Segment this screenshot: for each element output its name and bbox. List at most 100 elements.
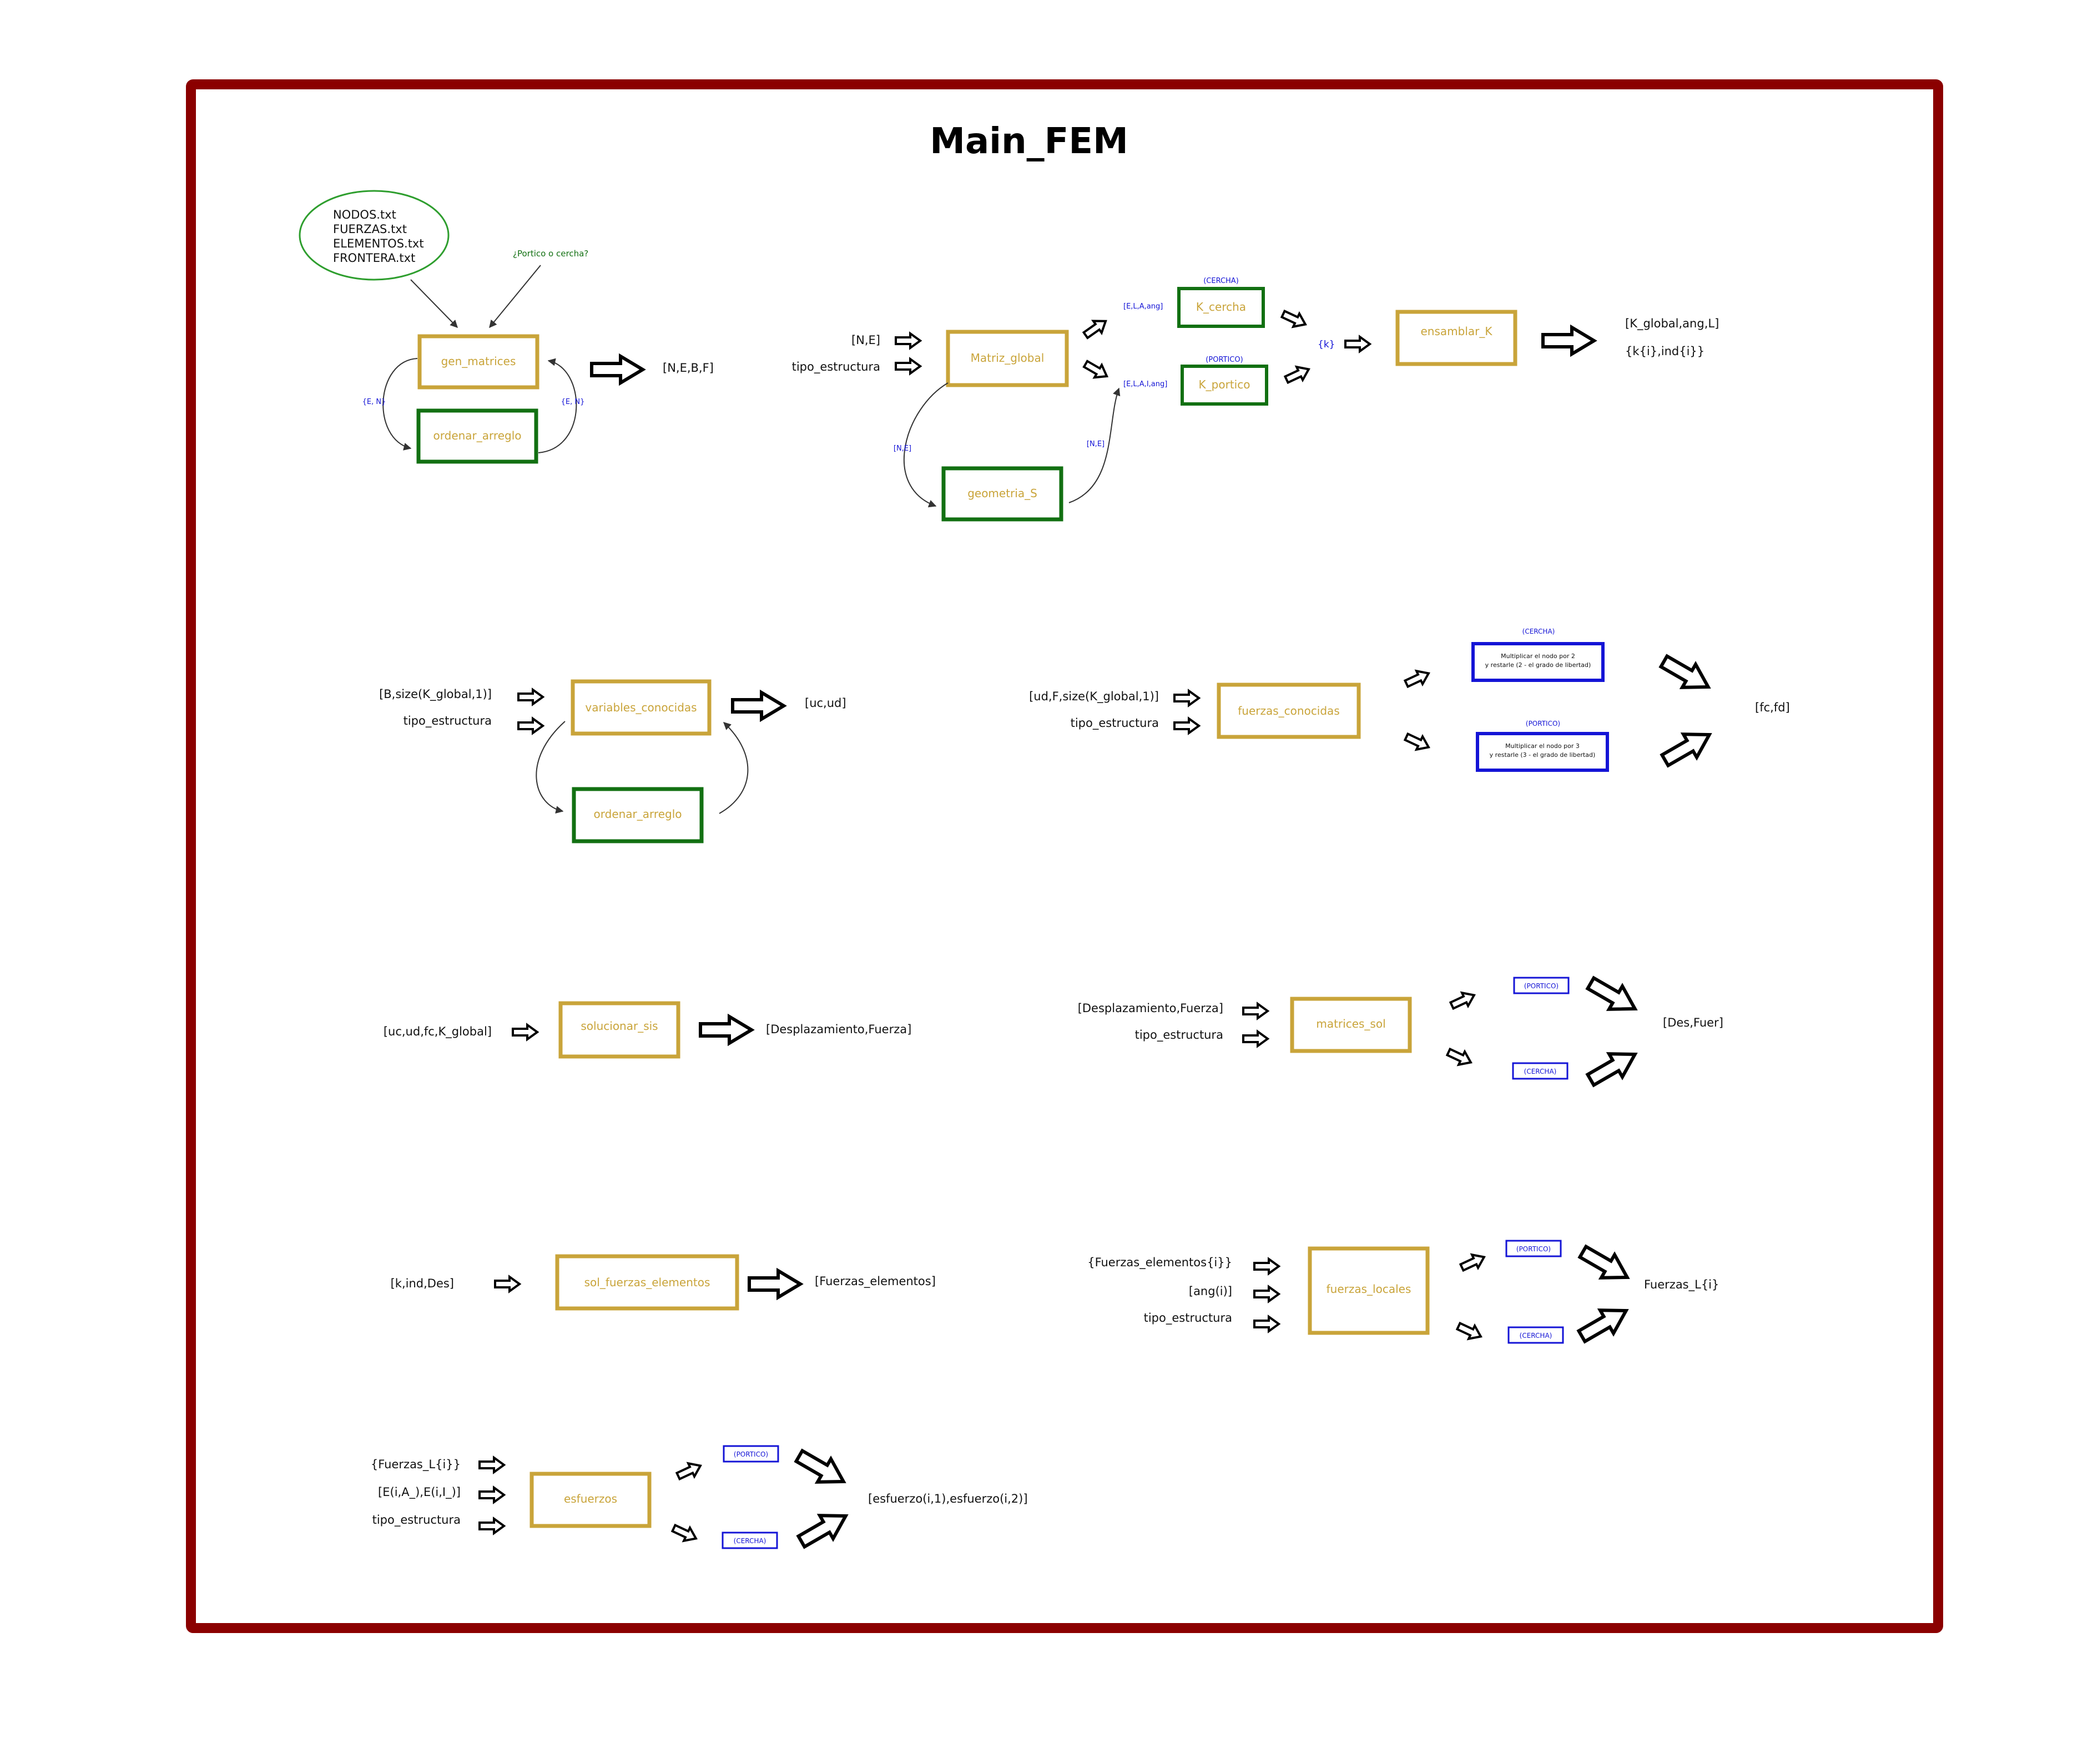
small-arrow <box>1242 1030 1269 1047</box>
note-k: {k} <box>1318 339 1335 350</box>
small-arrow <box>1344 336 1371 352</box>
fuerzas-conocidas-label: fuerzas_conocidas <box>1238 704 1340 717</box>
multiplicar-cercha-box <box>1471 642 1605 682</box>
note-ela-ang: [E,L,A,ang] <box>1123 302 1163 311</box>
output-kglobal-2: {k{i},ind{i}} <box>1625 345 1704 358</box>
geometria-s-label: geometria_S <box>967 487 1037 500</box>
tag-cercha-text-3: (CERCHA) <box>734 1537 766 1545</box>
input-ne: [N,E] <box>851 333 880 347</box>
matriz-global-box <box>946 330 1069 387</box>
multiplicar-cercha-line2: y restarle (2 - el grado de libertad) <box>1485 661 1591 669</box>
small-arrow <box>1081 356 1112 384</box>
tag-cercha: (CERCHA) <box>1203 277 1239 285</box>
input-fuerzas-l-i: {Fuerzas_L{i}} <box>371 1458 461 1472</box>
fuerzas-locales-box <box>1308 1246 1430 1335</box>
input-fuerzas-elementos-i: {Fuerzas_elementos{i}} <box>1087 1256 1232 1270</box>
small-arrow <box>674 1458 705 1484</box>
k-portico-box <box>1181 365 1268 406</box>
small-arrow <box>1444 1044 1475 1070</box>
diagram-title: Main_FEM <box>930 121 1128 162</box>
ordenar-arreglo-2-label: ordenar_arreglo <box>594 807 682 821</box>
small-arrow <box>517 717 544 734</box>
input-tipo-estructura-4: tipo_estructura <box>1135 1028 1223 1042</box>
output-fc-fd: [fc,fd] <box>1755 701 1790 714</box>
tag-cercha-text-1: (CERCHA) <box>1524 1068 1557 1075</box>
small-arrow <box>895 332 921 349</box>
small-arrow <box>478 1457 505 1473</box>
tag-portico-box-2 <box>1505 1240 1562 1257</box>
multiplicar-cercha-line1: Multiplicar el nodo por 2 <box>1501 653 1575 660</box>
small-arrow <box>1448 987 1479 1013</box>
ensamblar-k-box <box>1395 310 1517 366</box>
sol-fuerzas-elementos-label: sol_fuerzas_elementos <box>584 1276 710 1289</box>
input-tipo-estructura-6: tipo_estructura <box>372 1513 461 1527</box>
tag-portico-box-3 <box>723 1445 779 1463</box>
block-arrow <box>592 356 643 383</box>
tag-cercha-multiplicar: (CERCHA) <box>1522 628 1555 635</box>
block-arrow <box>749 1271 800 1297</box>
input-files-ellipse <box>299 190 450 281</box>
block-arrow <box>1584 972 1642 1020</box>
input-uc-ud-fc: [uc,ud,fc,K_global] <box>384 1025 492 1039</box>
small-arrow <box>1402 729 1433 755</box>
variables-conocidas-label: variables_conocidas <box>585 701 697 714</box>
input-file-elementos: ELEMENTOS.txt <box>333 237 424 250</box>
block-arrow <box>1575 1299 1633 1348</box>
tag-cercha-text-2: (CERCHA) <box>1520 1332 1552 1340</box>
small-arrow <box>1173 690 1200 706</box>
small-arrow <box>1253 1316 1280 1332</box>
connector-line <box>489 265 541 328</box>
small-arrow <box>1279 306 1310 332</box>
small-arrow <box>1242 1003 1269 1019</box>
block-arrow <box>1658 723 1716 772</box>
k-cercha-box <box>1177 287 1265 328</box>
variables-conocidas-box <box>571 679 712 736</box>
ordenar-arreglo-2-box <box>572 787 704 843</box>
input-k-ind-des: [k,ind,Des] <box>391 1277 454 1290</box>
input-ud-f-size: [ud,F,size(K_global,1)] <box>1029 690 1159 704</box>
multiplicar-portico-box <box>1476 732 1609 772</box>
input-file-nodos: NODOS.txt <box>333 208 396 221</box>
small-arrow <box>478 1487 505 1503</box>
block-arrow <box>1543 327 1594 354</box>
fuerzas-conocidas-box <box>1217 683 1361 739</box>
input-tipo-estructura-2: tipo_estructura <box>404 714 492 728</box>
small-arrow <box>1253 1286 1280 1302</box>
block-arrow <box>733 693 784 719</box>
solucionar-sis-label: solucionar_sis <box>581 1019 658 1033</box>
output-fuerzas-l-i: Fuerzas_L{i} <box>1644 1278 1719 1292</box>
ordenar-arreglo-box <box>416 408 538 464</box>
connector-curve <box>536 721 566 814</box>
input-tipo-estructura-3: tipo_estructura <box>1071 716 1159 730</box>
output-kglobal-1: [K_global,ang,L] <box>1625 317 1719 331</box>
ensamblar-k-label: ensamblar_K <box>1421 325 1493 338</box>
outer-frame <box>186 79 1943 1633</box>
tag-portico-box-1 <box>1513 977 1570 994</box>
tag-portico: (PORTICO) <box>1206 356 1243 364</box>
block-arrow <box>700 1017 752 1043</box>
tag-cercha-box-1 <box>1512 1062 1569 1080</box>
connector-curve <box>1068 387 1121 503</box>
tag-portico-text-1: (PORTICO) <box>1524 982 1559 990</box>
connector-curve <box>903 382 949 508</box>
small-arrow <box>895 358 921 375</box>
geometria-s-box <box>941 466 1063 522</box>
small-arrow <box>1282 361 1313 387</box>
tag-cercha-box-2 <box>1507 1326 1564 1344</box>
tag-portico-text-3: (PORTICO) <box>734 1450 768 1458</box>
small-arrow <box>1080 314 1111 342</box>
tag-portico-multiplicar: (PORTICO) <box>1526 720 1560 727</box>
input-e-i-a: [E(i,A_),E(i,I_)] <box>378 1485 461 1499</box>
connector-curve <box>382 358 418 451</box>
k-portico-label: K_portico <box>1199 378 1250 391</box>
small-arrow <box>669 1520 700 1546</box>
output-des-fuer: [Des,Fuer] <box>1663 1016 1723 1029</box>
input-file-fuerzas: FUERZAS.txt <box>333 223 407 236</box>
note-elai-ang: [E,L,A,I,ang] <box>1123 380 1167 388</box>
input-tipo-estructura-5: tipo_estructura <box>1144 1311 1232 1325</box>
matriz-global-label: Matriz_global <box>971 351 1045 365</box>
small-arrow <box>1253 1258 1280 1275</box>
solucionar-sis-box <box>558 1001 680 1059</box>
block-arrow <box>795 1504 853 1553</box>
tag-portico-text-2: (PORTICO) <box>1516 1245 1551 1253</box>
